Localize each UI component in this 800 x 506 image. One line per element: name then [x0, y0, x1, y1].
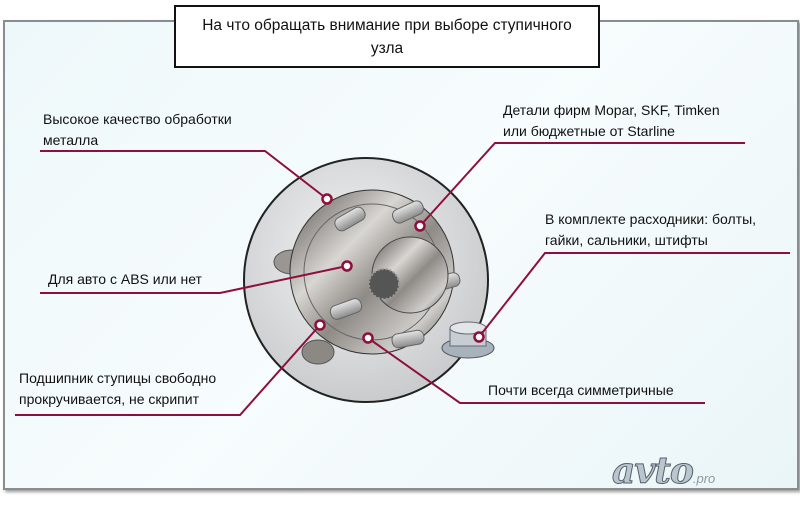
spline-bore: [368, 268, 400, 300]
leader-symmetry: [367, 337, 705, 404]
leader-brands: [419, 142, 745, 227]
callout-line: Детали фирм Mopar, SKF, Timken: [503, 102, 720, 118]
callout-line: Для авто с ABS или нет: [48, 271, 202, 287]
callout-line: Подшипник ступицы свободно: [19, 370, 217, 386]
callout-bearing: Подшипник ступицы свободно прокручиваетс…: [19, 368, 216, 410]
logo-suffix: .pro: [692, 471, 716, 486]
callout-abs: Для авто с ABS или нет: [48, 269, 202, 290]
logo-text: avto: [612, 450, 695, 493]
callout-brands: Детали фирм Mopar, SKF, Timken или бюдже…: [503, 100, 720, 142]
callout-dots: [314, 193, 485, 344]
callout-line: Высокое качество обработки: [43, 111, 232, 127]
callout-line: прокручивается, не скрипит: [19, 391, 199, 407]
leader-abs: [40, 265, 348, 294]
callout-line: или бюджетные от Starline: [503, 123, 675, 139]
leader-bearing: [15, 324, 321, 416]
callout-line: гайки, сальники, штифты: [545, 232, 708, 248]
leader-kit: [478, 252, 790, 338]
callout-symmetry: Почти всегда симметричные: [488, 380, 674, 401]
callout-lines: [15, 142, 790, 416]
callout-line: металла: [43, 132, 99, 148]
page-title: На что обращать внимание при выборе ступ…: [174, 5, 600, 68]
leader-quality: [40, 150, 328, 200]
callout-quality: Высокое качество обработки металла: [43, 109, 232, 151]
callout-kit: В комплекте расходники: болты, гайки, са…: [545, 209, 756, 251]
wheel-studs: [329, 200, 461, 349]
callout-line: Почти всегда симметричные: [488, 382, 674, 398]
callout-line: В комплекте расходники: болты,: [545, 211, 757, 227]
avto-pro-logo: avto.pro: [612, 450, 716, 493]
